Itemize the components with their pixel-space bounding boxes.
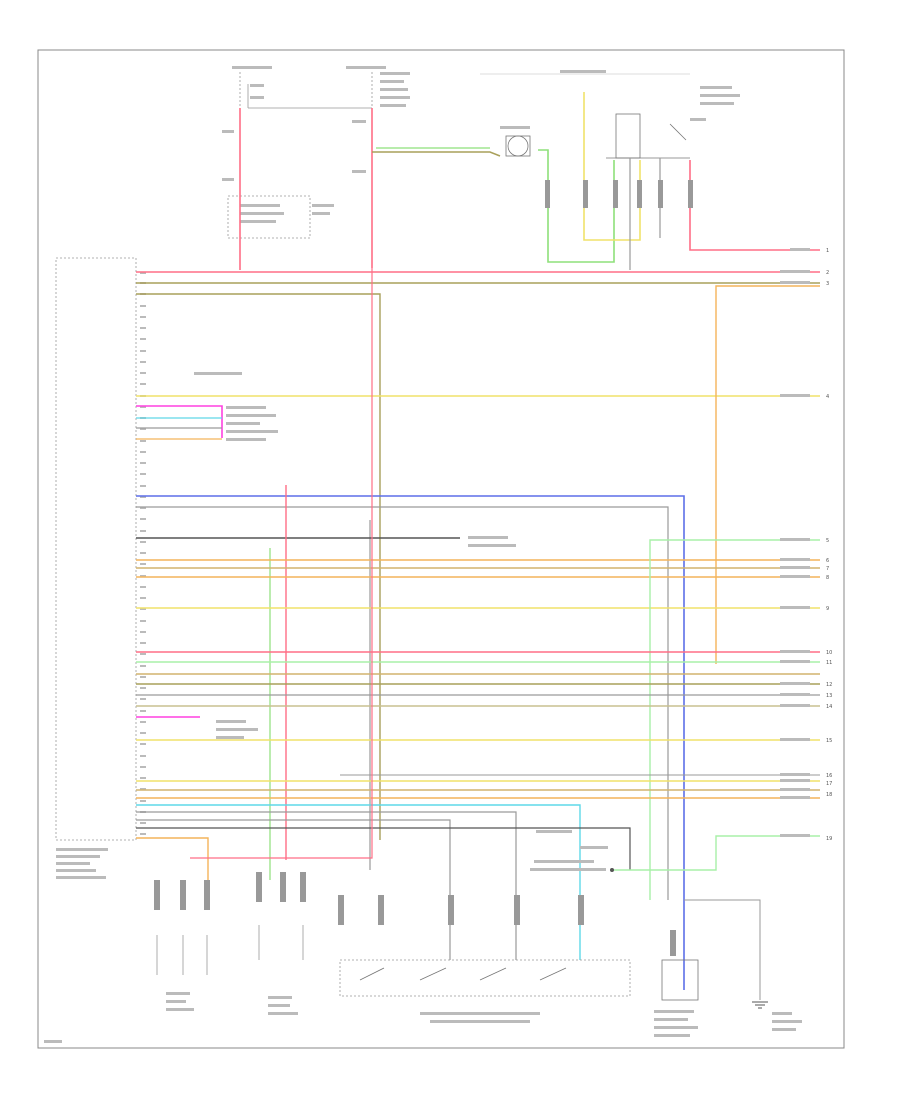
ground-label xyxy=(772,1012,802,1031)
wire-orange-right-vertical xyxy=(715,285,820,664)
edge-number: 6 xyxy=(826,558,829,564)
edge-number: 13 xyxy=(826,693,832,699)
edge-number: 3 xyxy=(826,281,829,287)
wire-gray-tr-switch xyxy=(629,158,661,270)
splice-dot xyxy=(610,868,614,872)
connector-ticks-top xyxy=(545,180,693,208)
transmission-switch-box xyxy=(338,895,631,1023)
wire-olive-bus-3 xyxy=(136,293,381,840)
wire-labels-red-feeds xyxy=(222,120,366,181)
vss-sensor xyxy=(500,126,531,157)
wire-orange-bottom-left xyxy=(136,837,209,890)
edge-number: 4 xyxy=(826,394,829,400)
wire-gray-ground xyxy=(684,899,761,1000)
fuse-feed-middle xyxy=(346,66,410,108)
solenoid-component xyxy=(654,930,699,1037)
fuse-feed-left xyxy=(232,66,372,109)
wire-green-loop xyxy=(538,149,615,263)
edge-number: 17 xyxy=(826,781,832,787)
edge-number: 11 xyxy=(826,660,832,666)
edge-number: 18 xyxy=(826,792,832,798)
wire-black-right xyxy=(136,827,631,870)
edge-number: 1 xyxy=(826,248,829,254)
ground-icon xyxy=(752,1001,768,1009)
edge-number: 12 xyxy=(826,682,832,688)
edge-number: 7 xyxy=(826,566,829,572)
edge-number: 8 xyxy=(826,575,829,581)
relay-box xyxy=(227,195,311,239)
page-id xyxy=(44,1040,62,1043)
pcm-module-label xyxy=(56,848,108,879)
wire-lightgreen-top-right xyxy=(649,539,820,900)
splice-label xyxy=(530,830,608,871)
edge-number: 10 xyxy=(826,650,832,656)
bottom-left-sensors xyxy=(154,880,210,1011)
edge-number: 9 xyxy=(826,606,829,612)
diagram-frame xyxy=(37,49,845,1049)
edge-number: 16 xyxy=(826,773,832,779)
pcm-pin-numbers xyxy=(140,272,146,835)
edge-reference-numbers: 1 2 3 4 5 6 7 8 9 10 11 12 13 14 15 16 1… xyxy=(826,248,832,842)
tr-switch-assembly xyxy=(480,70,740,159)
edge-number: 2 xyxy=(826,270,829,276)
wires-short-pcm-block xyxy=(136,372,278,441)
edge-number: 14 xyxy=(826,704,832,710)
pcm-module-box xyxy=(55,257,137,841)
wire-blue-long xyxy=(136,495,685,990)
wire-red-battery xyxy=(689,160,820,251)
edge-number: 15 xyxy=(826,738,832,744)
wire-gray-right-down xyxy=(136,506,669,900)
right-wire-labels xyxy=(780,248,810,837)
relay-label xyxy=(240,204,334,223)
wire-magenta-label xyxy=(216,720,258,739)
edge-number: 5 xyxy=(826,538,829,544)
wire-pink-bottom xyxy=(190,268,373,859)
wire-olive-sensor xyxy=(372,151,501,157)
edge-number: 19 xyxy=(826,836,832,842)
data-link-connector-label xyxy=(468,536,516,547)
wire-gray-down-1 xyxy=(136,811,517,960)
wire-lightgreen-bottom-right xyxy=(612,835,820,871)
bottom-middle-sensors xyxy=(256,872,306,1015)
